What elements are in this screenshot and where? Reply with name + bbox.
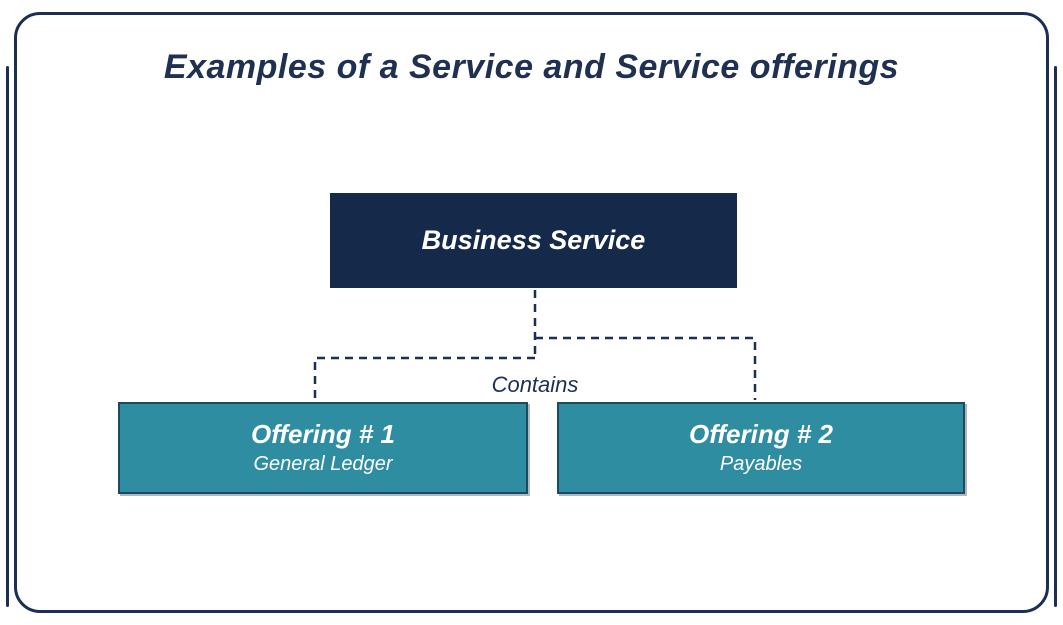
left-accent-line xyxy=(6,66,9,607)
offering-1-subtitle: General Ledger xyxy=(253,452,393,475)
business-service-label: Business Service xyxy=(421,225,646,255)
page-title: Examples of a Service and Service offeri… xyxy=(163,48,900,86)
offering-1-title: Offering # 1 xyxy=(250,419,395,450)
right-accent-line xyxy=(1054,66,1057,607)
offering-2-box: Offering # 2 Payables xyxy=(557,402,965,494)
offering-1-box: Offering # 1 General Ledger xyxy=(118,402,528,494)
offering-2-title: Offering # 2 xyxy=(688,419,833,450)
offering-2-subtitle: Payables xyxy=(719,452,803,475)
contains-label: Contains xyxy=(491,372,579,397)
slide-border-frame xyxy=(14,12,1049,613)
business-service-box: Business Service xyxy=(330,193,737,288)
